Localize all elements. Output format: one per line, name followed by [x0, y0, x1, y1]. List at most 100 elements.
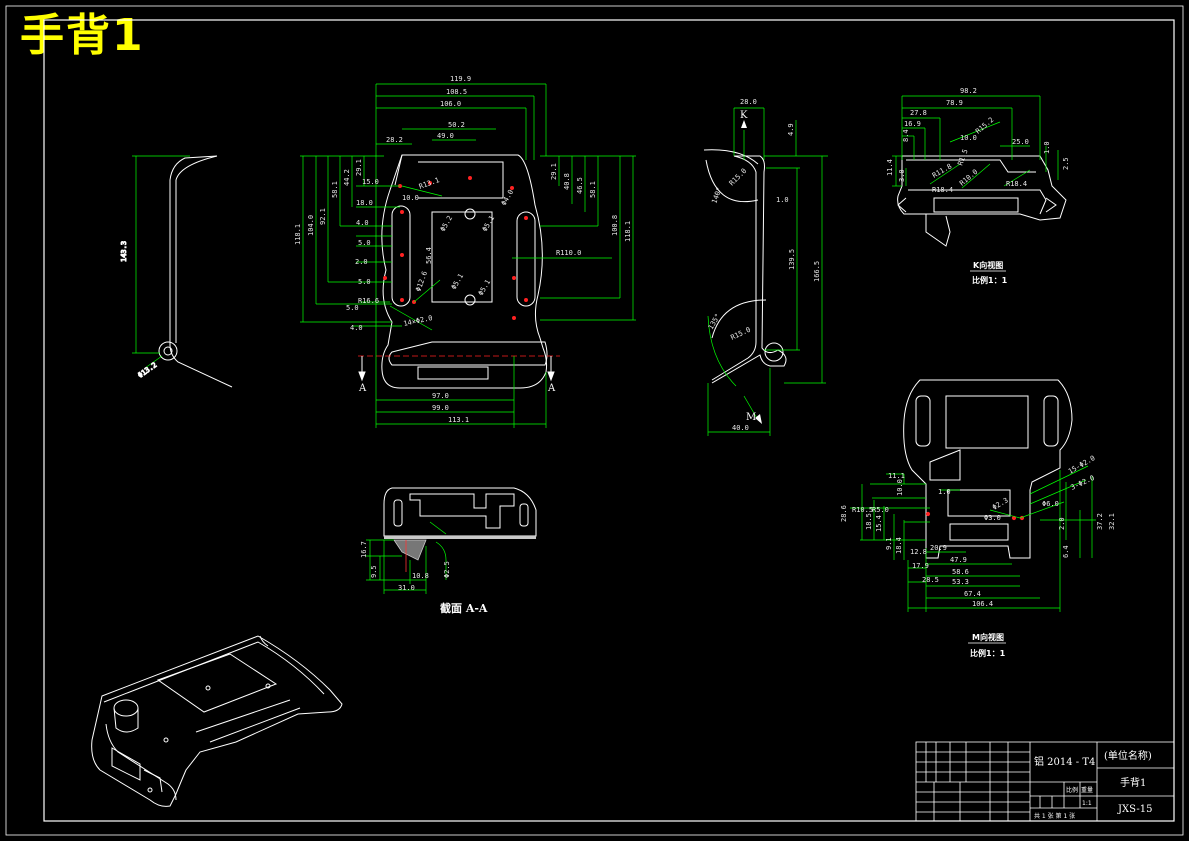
- dim-m-lv0: 18.5: [865, 513, 873, 530]
- dim-front-r110: R110.0: [556, 249, 581, 257]
- title-block: 铝 2014 - T4 (单位名称) 手背1 JXS-15 比例 重量 1:1 …: [915, 741, 1175, 822]
- dim-front-rv0: 29.1: [550, 163, 558, 180]
- outer-border: [5, 5, 1184, 836]
- isometric-view: [91, 635, 343, 807]
- dim-m-b21: 28.5: [922, 576, 939, 584]
- dim-prof-r150: R15.0: [729, 326, 751, 342]
- dim-front-in0: Φ5.2: [439, 214, 454, 233]
- dim-m-b2: 58.6: [952, 568, 969, 576]
- dim-front-lv0: 118.1: [294, 224, 302, 245]
- dim-k-r10b: R10.0: [958, 168, 979, 188]
- dim-m-lv3: 18.4: [895, 537, 903, 554]
- dim-m-rv0: 2.0: [1058, 517, 1066, 530]
- dim-m-left2: R10.5: [852, 506, 873, 514]
- k-view-scale: 比例1：1: [972, 275, 1008, 285]
- dim-prof-top: 28.0: [740, 98, 757, 106]
- dim-m-r15a: 15-Φ2.0: [1067, 454, 1097, 476]
- dim-m-b5: 106.4: [972, 600, 993, 608]
- dim-k-h11: 11.4: [886, 159, 894, 176]
- dim-front-lv3: 58.1: [331, 181, 339, 198]
- dim-front-w5: 49.0: [437, 132, 454, 140]
- dim-m-b20: 17.9: [912, 562, 929, 570]
- dim-prof-d10: 1.0: [776, 196, 789, 204]
- dim-front-b0: 97.0: [432, 392, 449, 400]
- dim-prof-a140: 140°: [710, 186, 723, 205]
- dim-k-h30: 3.0: [898, 169, 906, 182]
- dim-front-lv1: 104.0: [307, 215, 315, 236]
- dim-front-10: 10.0: [402, 194, 419, 202]
- dim-k-w27: 27.8: [910, 109, 927, 117]
- dim-m-c0: Φ2.3: [991, 496, 1010, 511]
- section-mark-left: A: [358, 383, 367, 394]
- dim-sec-h2: 31.0: [398, 584, 415, 592]
- dim-front-lh0: 4.0: [356, 219, 369, 227]
- dim-k-w25: 25.0: [1012, 138, 1029, 146]
- dim-prof-h3: 166.5: [813, 261, 821, 282]
- dim-front-b2: 113.1: [448, 416, 469, 424]
- side-view: 143.3 Φ13.2: [120, 155, 233, 388]
- dim-k-r18: R18.4: [932, 186, 953, 194]
- dim-m-b0: 20.9: [930, 544, 947, 552]
- dim-prof-h1: 4.9: [787, 123, 795, 136]
- dim-front-lh3: 5.0: [358, 278, 371, 286]
- section-hatch: [393, 539, 427, 561]
- dim-m-rv3: 6.4: [1062, 545, 1070, 558]
- dim-sec-v1: 16.7: [360, 541, 368, 558]
- dim-front-lh5: 4.0: [350, 324, 363, 332]
- dim-front-w4: 50.2: [448, 121, 465, 129]
- dim-front-lh4: 5.0: [346, 304, 359, 312]
- profile-view: K M 28.0 R15.0 140° 1.0 4.9 139.5 166.5 …: [703, 98, 828, 436]
- dim-front-w6: 28.2: [386, 136, 403, 144]
- section-web: [384, 536, 536, 539]
- dim-m-lv1: 15.4: [875, 515, 883, 532]
- dim-m-b4: 67.4: [964, 590, 981, 598]
- section-label: 截面 A-A: [440, 601, 488, 615]
- dim-front-15: 15.0: [362, 178, 379, 186]
- tb-weight-label: 重量: [1081, 786, 1093, 794]
- dim-m-rv2: 32.1: [1108, 513, 1116, 530]
- dim-k-w78: 78.9: [946, 99, 963, 107]
- dim-prof-h2: 139.5: [788, 249, 796, 270]
- section-a-a: 16.7 9.5 10.8 31.0 Φ2.5 截面 A-A: [360, 487, 537, 615]
- dim-front-18: 18.0: [356, 199, 373, 207]
- inner-border: [43, 19, 1175, 822]
- tb-drawing-no: JXS-15: [1117, 804, 1152, 815]
- dim-front-rv4: 100.8: [611, 215, 619, 236]
- dim-front-in5: Φ12.6: [414, 270, 429, 293]
- k-mark: K: [740, 110, 748, 121]
- section-mark-right: A: [547, 383, 556, 394]
- dim-front-rv2: 46.5: [576, 177, 584, 194]
- dim-m-top0: 11.1: [888, 472, 905, 480]
- dim-front-in2: Φ5.1: [450, 272, 465, 291]
- dim-k-w16: 16.9: [904, 120, 921, 128]
- dim-k-r15: R1.5: [956, 148, 969, 167]
- dim-prof-r15: R15.0: [728, 167, 749, 188]
- dim-m-rv1: 37.2: [1096, 513, 1104, 530]
- dim-sec-v2: 9.5: [370, 565, 378, 578]
- dim-front-in4: 56.4: [425, 247, 433, 264]
- dim-m-c1: Φ3.0: [984, 514, 1001, 522]
- dim-k-w8: 8.4: [902, 129, 910, 142]
- tb-scale-label: 比例: [1066, 786, 1078, 794]
- dim-front-b1: 99.0: [432, 404, 449, 412]
- dim-front-rv5: 118.1: [624, 221, 632, 242]
- dim-sec-d: Φ2.5: [443, 561, 451, 578]
- tb-sheet-text: 共 1 张 第 1 张: [1034, 812, 1075, 820]
- dim-k-r18b: R18.4: [1006, 180, 1027, 188]
- dim-front-rtop: R13.1: [418, 176, 441, 191]
- m-view: 11.1 10.0 1.0 28.6 R5.0 R10.5 18.5 15.4 …: [840, 379, 1116, 658]
- dim-front-in1: Φ5.1: [481, 214, 496, 233]
- dim-front-lv4: 44.2: [343, 169, 351, 186]
- dim-m-b22: 12.8: [910, 548, 927, 556]
- dim-k-top: 98.2: [960, 87, 977, 95]
- dim-front-lv5: 29.1: [355, 159, 363, 176]
- dim-front-r166: R16.6: [358, 297, 379, 305]
- m-view-title: M向视图: [972, 632, 1004, 642]
- dim-prof-bottom: 40.0: [732, 424, 749, 432]
- dim-front-w3: 106.0: [440, 100, 461, 108]
- dim-front-w2: 108.5: [446, 88, 467, 96]
- m-view-scale: 比例1：1: [970, 648, 1006, 658]
- dim-k-d10: 1.0: [1043, 141, 1051, 154]
- m-mark: M: [746, 412, 756, 423]
